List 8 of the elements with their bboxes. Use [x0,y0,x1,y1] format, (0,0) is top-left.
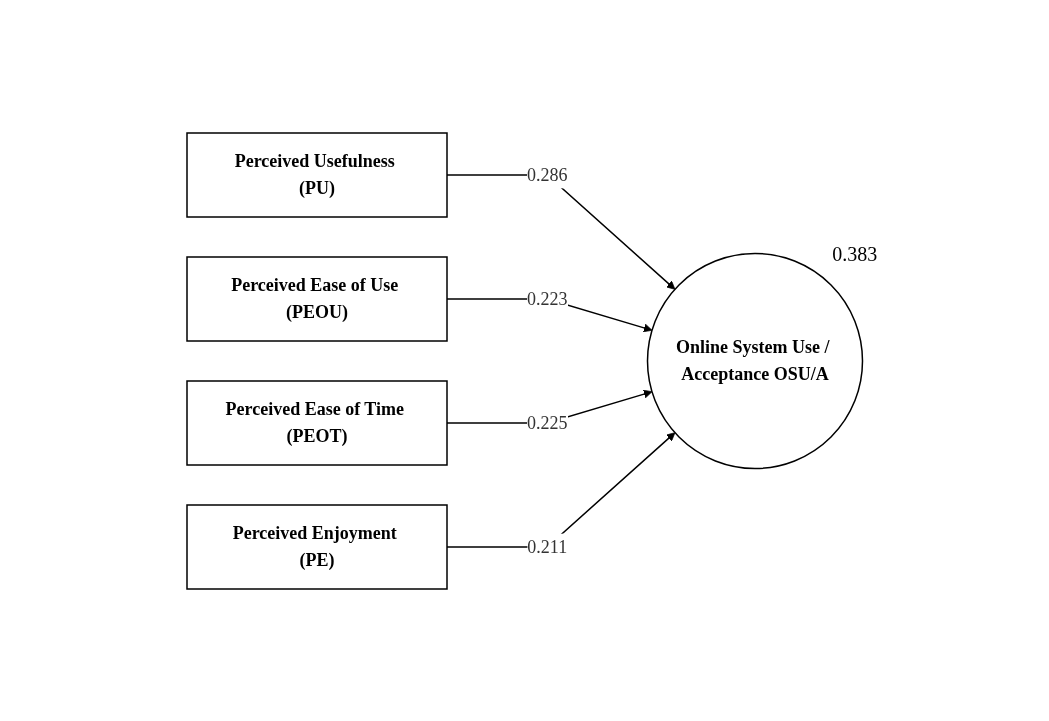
edge-label: 0.211 [527,536,567,556]
edge-label: 0.225 [526,412,568,432]
edge-label: 0.223 [526,288,568,308]
node-box: Perceived Enjoyment (PE) [186,503,448,590]
node-box: Perceived Ease of Time (PEOT) [186,379,448,466]
edge-label: 0.286 [526,164,568,184]
node-box: Perceived Usefulness (PU) [186,131,448,218]
node-box: Perceived Ease of Use (PEOU) [186,255,448,342]
